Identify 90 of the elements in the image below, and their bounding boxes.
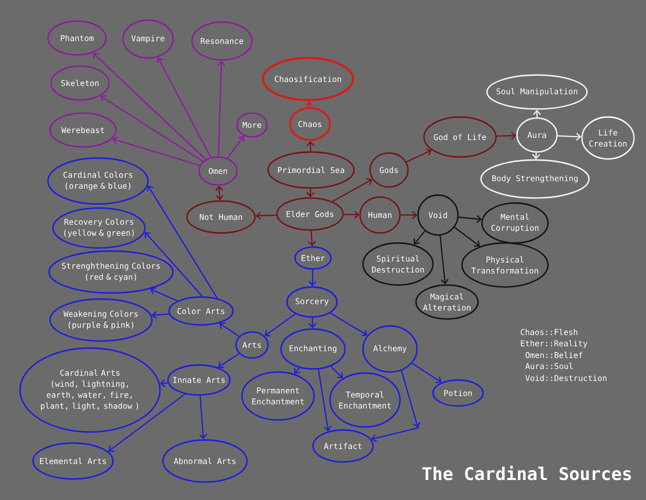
ellipse-node: Not Human [186,200,256,234]
arrow [306,188,314,198]
ellipse-node: Temporal Enchantment [329,372,401,428]
arrow [458,215,482,223]
arrow [146,185,218,299]
note-text: Ether::Reality [520,340,588,348]
ellipse-node: Sorcery [286,286,338,318]
ellipse-node: Spiritual Destruction [362,242,434,286]
arrow [100,95,204,162]
arrow [144,232,203,297]
ellipse-node: Gods [369,152,409,188]
ellipse-node: Vampire [122,19,174,59]
ellipse-node: Resonance [191,21,253,61]
arrow [414,230,426,245]
arrow [112,136,200,166]
ellipse-node: Phantom [47,20,107,56]
arrow [264,313,296,337]
arrow [308,270,316,286]
ellipse-node: Potion [432,379,484,407]
ellipse-node: Werebeast [49,112,117,148]
double-arrow [215,186,224,200]
ellipse-node: Void [417,194,459,236]
ellipse-node: More [236,112,268,138]
ellipse-node: Elemental Arts [32,442,114,480]
ellipse-node: Artifact [312,429,374,463]
ellipse-node: Primordial Sea [267,151,355,189]
note-text: Void::Destruction [525,374,606,382]
ellipse-node: Recovery Colors (yellow & green) [52,207,146,249]
arrow [160,379,168,388]
arrow [156,57,212,158]
ellipse-node: Physical Transformation [461,242,549,288]
note-text: Omen::Belief [526,352,582,358]
arrow [558,132,582,141]
ellipse-node: Color Arts [168,296,234,326]
ellipse-node: Life Creation [581,116,635,160]
ellipse-node: Alchemy [362,325,418,373]
ellipse-node: Skeleton [50,65,110,101]
arrow [440,236,449,284]
ellipse-node: Weakening Colors (purple & pink) [49,298,153,342]
ellipse-node: Cardinal Arts (wind, lightning, earth, water, fire, plant, light, shadow ) [19,347,161,433]
title: The Cardinal Sources [422,466,631,480]
ellipse-node: Elder Gods [276,197,344,231]
ellipse-node: Chaos [289,107,331,141]
arrow [318,369,332,432]
ellipse-node: Enchanting [280,328,346,370]
ellipse-node: Omen [198,156,238,186]
arrow [496,132,516,140]
arrow [152,311,169,319]
arrow [400,211,418,219]
ellipse-node: Aura [516,117,558,153]
arrow [108,394,186,452]
arrow [454,226,480,247]
ellipse-node: Magical Alteration [415,284,479,320]
ellipse-node: Innate Arts [167,364,231,396]
arrow [217,60,226,156]
arrow [406,148,432,162]
arrow [199,396,207,440]
arrow [332,178,372,202]
ellipse-node: Human [359,196,401,234]
arrow [92,52,206,160]
arrow [371,370,420,442]
note-text: Aura::Soul [525,362,573,370]
arrow [256,212,276,220]
arrow [294,367,300,374]
arrow [344,210,360,219]
arrow [532,152,540,160]
arrow [533,110,541,118]
ellipse-node: Cardinal Colors (orange & blue) [47,157,149,205]
ellipse-node: Strenghthening Colors (red & cyan) [48,250,174,294]
arrow [219,322,240,337]
arrow [330,366,343,378]
ellipse-node: Soul Manipulation [486,74,588,110]
ellipse-node: Body Strengthening [480,159,590,199]
arrow [330,312,368,336]
arrow [218,353,240,368]
ellipse-node: God of Life [423,116,497,158]
ellipse-node: Arts [235,331,269,359]
ellipse-node: Mental Corruption [481,202,549,244]
ellipse-node: Ether [294,246,332,270]
ellipse-node: Chaosification [262,57,354,101]
arrow [306,140,314,152]
arrow [308,318,316,328]
arrow [150,287,178,302]
arrow [308,230,316,246]
note-text: Chaos::Flesh [520,328,578,336]
ellipse-node: Abnormal Arts [162,439,248,483]
ellipse-node: Permanent Enchantment [241,371,315,421]
arrow [227,136,244,158]
arrow [412,362,442,384]
arrow [305,100,314,108]
